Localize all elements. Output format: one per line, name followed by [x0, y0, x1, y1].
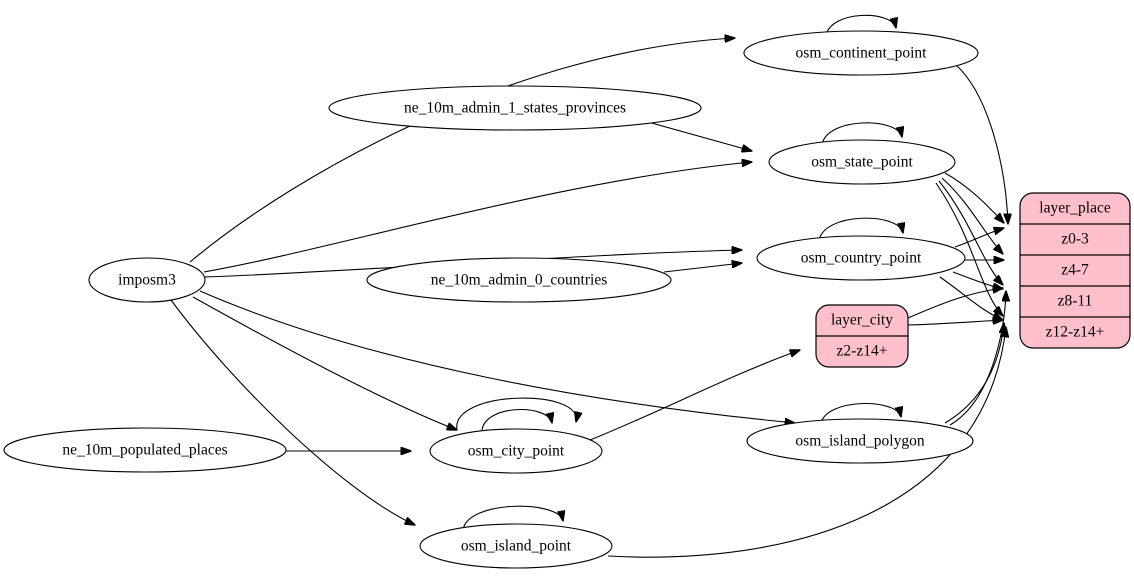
edge-osm-continent-point-layer-place-z0-3: [954, 63, 1008, 224]
node-osm-island-point[interactable]: osm_island_point: [419, 523, 613, 569]
node-ne-places-shape[interactable]: [3, 427, 287, 473]
edge-imposm3-osm-island-polygon: [199, 290, 795, 423]
node-imposm3-shape[interactable]: [88, 257, 206, 303]
edge-self-loop-osm-country-point: [818, 217, 903, 242]
node-osm-city-point[interactable]: osm_city_point: [429, 428, 603, 474]
record-row-layer-place-z0-3[interactable]: z0-3: [1061, 231, 1089, 248]
edge-self-loop-osm-island-point: [462, 505, 563, 531]
edge-osm-island-polygon-layer-place-z12-z14: [944, 323, 1004, 424]
record-row-layer-city-z2-z14[interactable]: z2-z14+: [837, 343, 888, 360]
node-osm-country-point[interactable]: osm_country_point: [756, 235, 966, 281]
node-ne-states-shape[interactable]: [328, 85, 702, 131]
node-ne-places-label: ne_10m_populated_places: [62, 442, 227, 459]
node-osm-island-polygon-label: osm_island_polygon: [795, 433, 924, 450]
edge-osm-country-point-layer-place-z8-11: [952, 271, 1003, 289]
edge-osm-state-point-layer-place-z8-11: [938, 180, 1003, 285]
node-ne-states-label: ne_10m_admin_1_states_provinces: [404, 100, 626, 117]
node-osm-state-point-label: osm_state_point: [811, 154, 913, 171]
edge-imposm3-osm-island-point: [170, 299, 415, 525]
edge-osm-city-point-layer-city-z2-z14: [589, 350, 800, 441]
node-osm-island-point-label: osm_island_point: [461, 538, 572, 555]
record-row-layer-place-z8-11[interactable]: z8-11: [1058, 293, 1093, 310]
record-row-layer-place-title: layer_place: [1039, 200, 1111, 217]
node-osm-continent-point-label: osm_continent_point: [796, 45, 928, 62]
edge-ne-countries-osm-country-point: [663, 263, 742, 273]
record-row-layer-city-title: layer_city: [831, 312, 893, 329]
edge-layer: [170, 14, 1008, 558]
node-osm-continent-point[interactable]: osm_continent_point: [743, 30, 979, 76]
node-ne-countries-label: ne_10m_admin_0_countries: [431, 272, 608, 289]
node-osm-state-point[interactable]: osm_state_point: [768, 139, 956, 185]
record-row-layer-place-z4-7[interactable]: z4-7: [1061, 262, 1089, 279]
edge-imposm3-osm-city-point: [192, 296, 457, 430]
record-node-layer-place-box[interactable]: [1019, 192, 1131, 349]
edge-osm-island-polygon-layer-place-z8-11: [949, 291, 1006, 426]
edge-imposm3-osm-continent-point: [189, 38, 735, 263]
edge-imposm3-osm-state-point: [203, 162, 752, 273]
edge-osm-state-point-layer-place-z4-7: [941, 177, 1003, 254]
node-ne-10m-populated-places[interactable]: ne_10m_populated_places: [3, 427, 287, 473]
node-ne-10m-admin-0-countries[interactable]: ne_10m_admin_0_countries: [366, 257, 672, 303]
edge-ne-states-osm-state-point: [647, 121, 752, 151]
node-imposm3-label: imposm3: [118, 272, 176, 289]
record-node-layer: layer_place z0-3 z4-7 z8-11 z12-z14+ lay…: [815, 192, 1131, 368]
edge-osm-state-point-layer-place-z12-z14: [935, 182, 1003, 316]
record-node-layer-place[interactable]: layer_place z0-3 z4-7 z8-11 z12-z14+: [1019, 192, 1131, 349]
node-osm-continent-point-shape[interactable]: [743, 30, 979, 76]
node-osm-island-polygon-shape[interactable]: [746, 418, 974, 464]
node-imposm3[interactable]: imposm3: [88, 257, 206, 303]
node-osm-city-point-shape[interactable]: [429, 428, 603, 474]
node-osm-state-point-shape[interactable]: [768, 139, 956, 185]
node-osm-city-point-label: osm_city_point: [468, 443, 565, 460]
node-osm-country-point-label: osm_country_point: [801, 250, 922, 267]
record-node-layer-city[interactable]: layer_city z2-z14+: [815, 304, 909, 368]
node-osm-island-point-shape[interactable]: [419, 523, 613, 569]
edge-osm-country-point-layer-place-z0-3: [954, 228, 1004, 248]
edge-self-loop-osm-island-polygon: [820, 402, 901, 425]
edge-osm-island-point-layer-place-z12-z14: [607, 327, 1006, 558]
record-row-layer-place-z12-z14[interactable]: z12-z14+: [1046, 324, 1105, 341]
node-osm-country-point-shape[interactable]: [756, 235, 966, 281]
edge-osm-state-point-layer-place-z0-3: [944, 172, 1004, 223]
edge-self-loop-osm-city-point: [481, 408, 552, 431]
edge-self-loop-osm-state-point: [821, 122, 902, 146]
node-ne-countries-shape[interactable]: [366, 257, 672, 303]
edge-self-loop-outer-osm-city-point: [456, 397, 577, 431]
node-osm-island-polygon[interactable]: osm_island_polygon: [746, 418, 974, 464]
edge-osm-country-point-layer-place-z12-z14: [939, 276, 1003, 320]
node-ne-10m-admin-1-states-provinces[interactable]: ne_10m_admin_1_states_provinces: [328, 85, 702, 131]
edge-layer-city-layer-place-z8-11: [907, 288, 1003, 319]
edge-layer-city-layer-place-z12-z14: [907, 320, 1003, 326]
edge-self-loop-osm-continent-point: [825, 14, 896, 37]
node-layer: imposm3 ne_10m_admin_1_states_provinces …: [3, 30, 979, 569]
